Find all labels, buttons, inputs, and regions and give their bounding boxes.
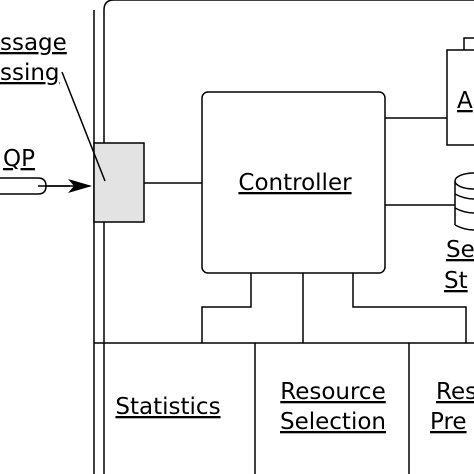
message-processing-label-line2: ssing <box>0 60 60 86</box>
right-top-component-label: A <box>457 88 473 114</box>
resource-selection-label-line2: Selection <box>280 409 386 435</box>
right-mid-label-line2: St <box>444 268 468 294</box>
outer-boundary <box>103 0 474 474</box>
message-adapter-box <box>93 142 145 223</box>
connector-res-pre <box>352 273 467 343</box>
callout-line <box>61 71 106 182</box>
res-pre-label-line1: Res <box>436 379 474 405</box>
right-top-component-box <box>446 37 474 146</box>
resource-selection-label-line1: Resource <box>280 379 385 405</box>
database-icon <box>454 172 474 231</box>
right-mid-label-line1: Se <box>446 237 474 263</box>
connector-statistics <box>201 273 252 343</box>
amqp-label: QP <box>3 146 35 172</box>
message-processing-label-line1: ssage <box>0 30 67 56</box>
controller-label: Controller <box>238 170 352 196</box>
statistics-label: Statistics <box>115 394 220 420</box>
res-pre-label-line2: Pre <box>430 409 467 435</box>
amqp-arrow-head-icon <box>68 179 92 193</box>
controller-box <box>201 91 386 274</box>
